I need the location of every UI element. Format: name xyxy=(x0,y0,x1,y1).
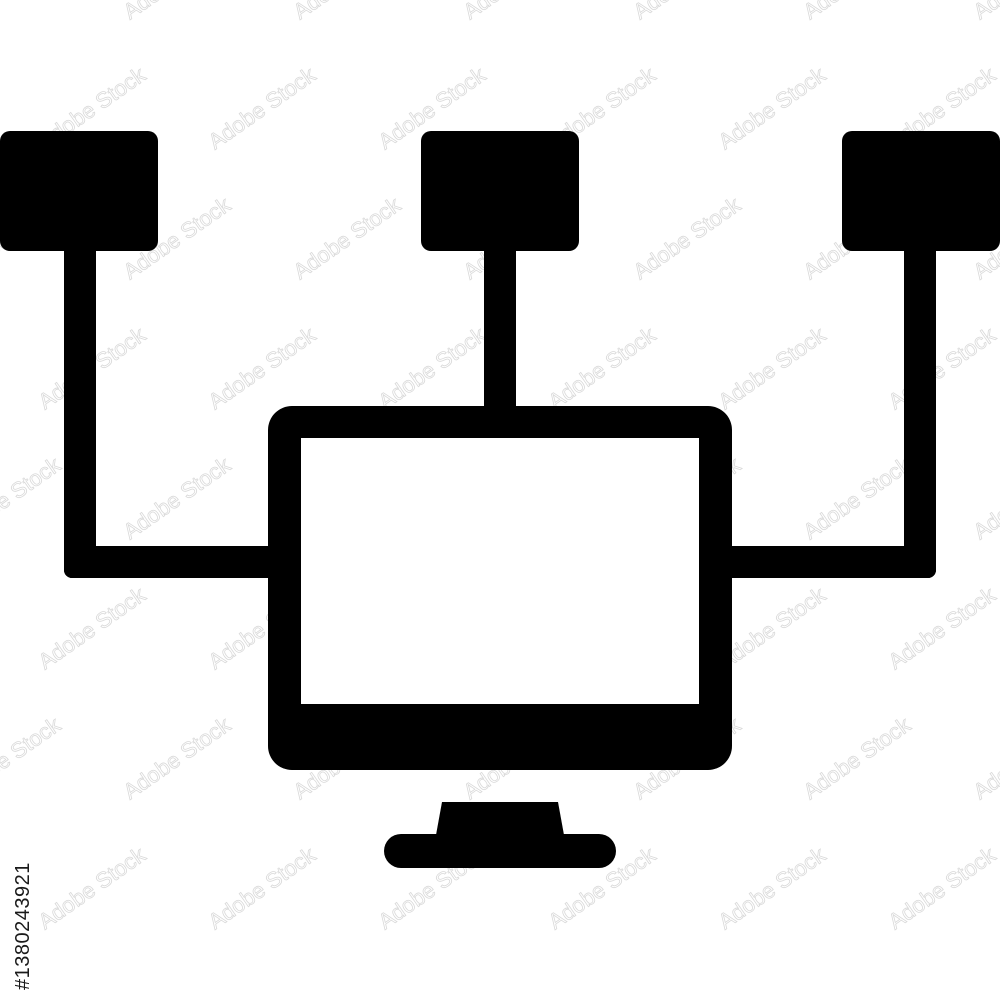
watermark-text: Adobe Stock xyxy=(0,0,66,24)
node-right xyxy=(842,131,1000,251)
connector-center xyxy=(484,240,516,420)
monitor-stand-base xyxy=(384,834,616,868)
stock-id-label: #1380243921 xyxy=(12,862,34,990)
connector-left-horizontal xyxy=(64,546,284,578)
watermark-text: Adobe Stock xyxy=(289,0,406,24)
watermark-text: Adobe Stock xyxy=(969,451,1000,544)
watermark-text: Adobe Stock xyxy=(969,0,1000,24)
connector-left-vertical xyxy=(64,240,96,578)
watermark-text: Adobe Stock xyxy=(34,841,151,934)
watermark-text: Adobe Stock xyxy=(204,61,321,154)
watermark-text: Adobe Stock xyxy=(629,191,746,284)
watermark-text: Adobe Stock xyxy=(799,711,916,804)
watermark-text: Adobe Stock xyxy=(119,0,236,24)
watermark-text: Adobe Stock xyxy=(714,61,831,154)
watermark-text: Adobe Stock xyxy=(374,321,491,414)
connector-right-horizontal xyxy=(716,546,936,578)
watermark-text: Adobe Stock xyxy=(714,321,831,414)
watermark-text: Adobe Stock xyxy=(884,321,1000,414)
monitor xyxy=(268,406,732,868)
monitor-screen xyxy=(301,438,699,704)
watermark-text: Adobe Stock xyxy=(204,321,321,414)
watermark-text: Adobe Stock xyxy=(884,841,1000,934)
connector-lines xyxy=(64,240,936,578)
watermark-text: Adobe Stock xyxy=(0,451,66,544)
watermark-text: Adobe Stock xyxy=(714,841,831,934)
node-center xyxy=(421,131,579,251)
watermark-text: Adobe Stock xyxy=(969,711,1000,804)
watermark-text: Adobe Stock xyxy=(0,711,66,804)
watermark-text: Adobe Stock xyxy=(799,0,916,24)
watermark-text: Adobe Stock xyxy=(34,581,151,674)
watermark-text: Adobe Stock xyxy=(799,451,916,544)
watermark-text: Adobe Stock xyxy=(884,581,1000,674)
connector-right-vertical xyxy=(904,240,936,578)
watermark-text: Adobe Stock xyxy=(629,0,746,24)
node-left xyxy=(0,131,158,251)
watermark-text: Adobe Stock xyxy=(459,0,576,24)
watermark-text: Adobe Stock xyxy=(119,451,236,544)
watermark-text: Adobe Stock xyxy=(204,841,321,934)
watermark-text: Adobe Stock xyxy=(544,321,661,414)
top-nodes xyxy=(0,131,1000,251)
watermark-text: Adobe Stock xyxy=(119,711,236,804)
watermark-text: Adobe Stock xyxy=(289,191,406,284)
